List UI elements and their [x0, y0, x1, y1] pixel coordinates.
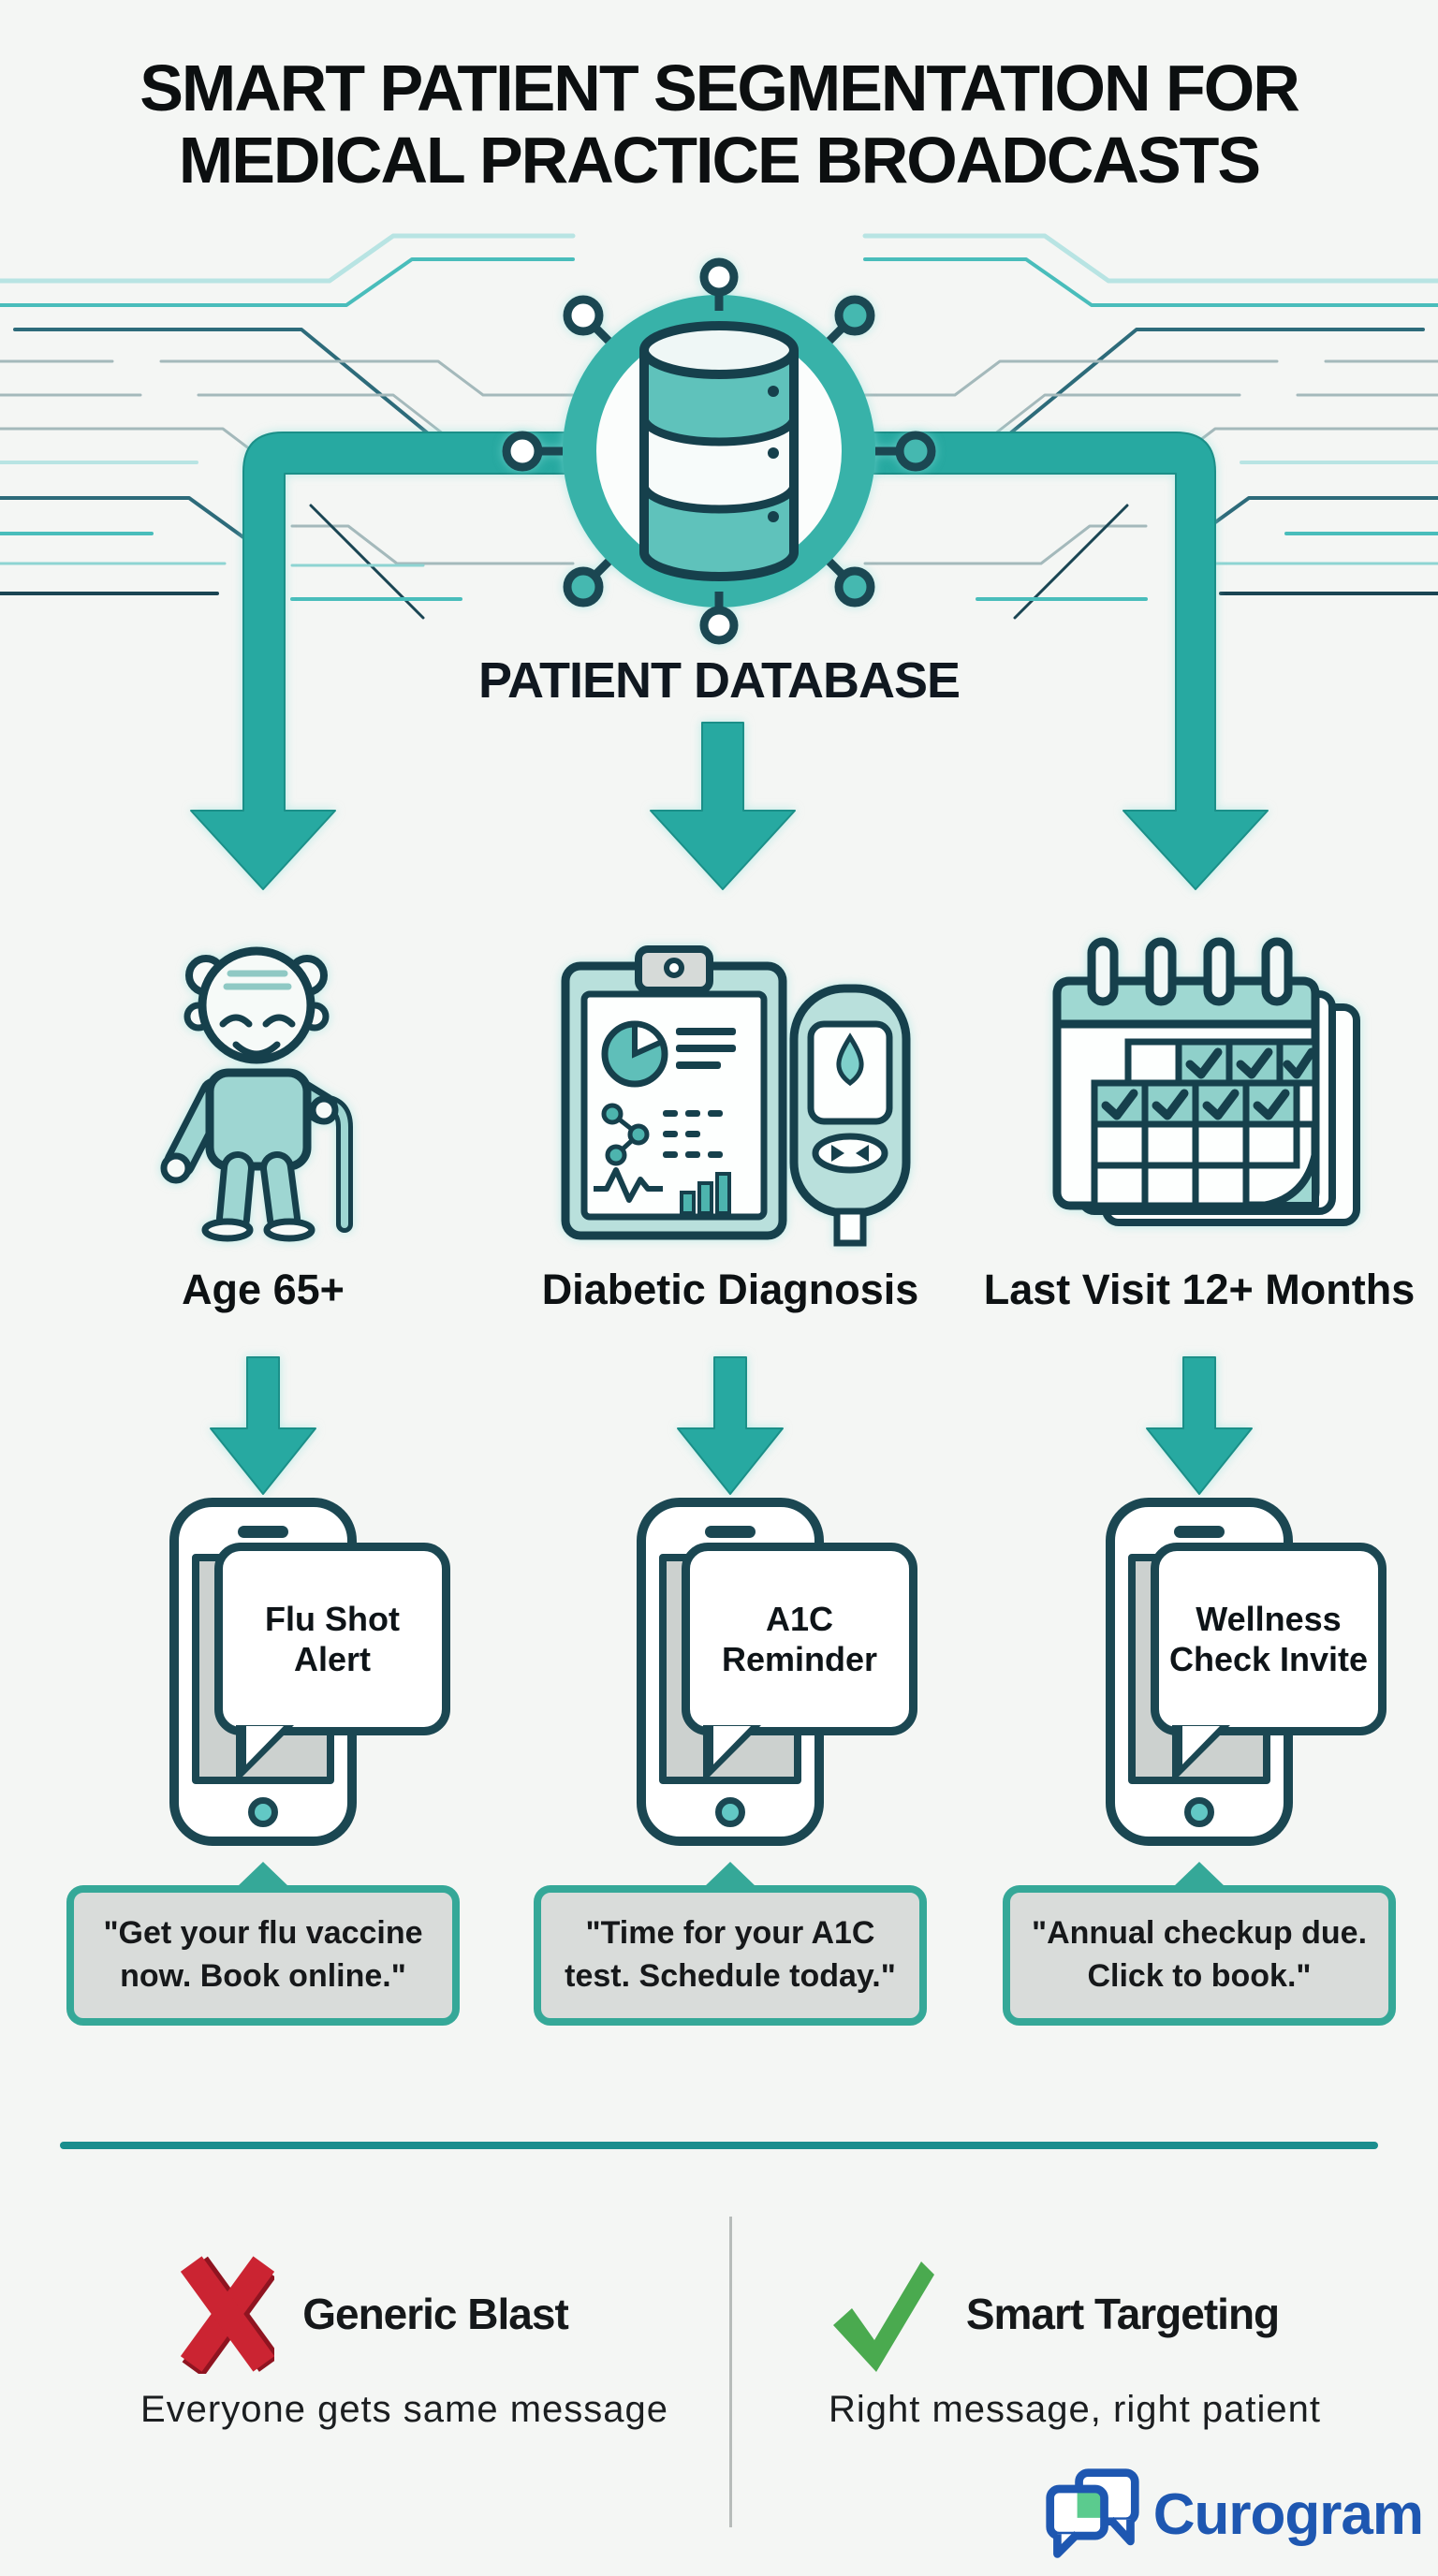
bubble-text: Wellness	[1196, 1599, 1342, 1638]
sms-text: test. Schedule today."	[565, 1958, 896, 1994]
green-check-icon	[832, 2261, 934, 2372]
phone-home-button-icon	[1184, 1797, 1214, 1827]
arrow-small-left	[210, 1356, 316, 1495]
page-title-line2: MEDICAL PRACTICE BROADCASTS	[178, 124, 1261, 197]
arrow-small-center	[677, 1356, 784, 1495]
segment-label-age: Age 65+	[182, 1266, 345, 1313]
bubble-text: Reminder	[721, 1640, 878, 1678]
page-title-line1: SMART PATIENT SEGMENTATION FOR	[139, 51, 1300, 124]
generic-blast-subtitle: Everyone gets same message	[139, 2389, 669, 2430]
arrow-center	[650, 722, 796, 890]
bubble-text: Check Invite	[1168, 1640, 1369, 1678]
bubble-text: A1C	[765, 1599, 834, 1638]
sms-text: "Annual checkup due.	[1031, 1915, 1368, 1952]
section-divider	[60, 2142, 1378, 2149]
sms-message-wellness: "Annual checkup due. Click to book."	[1003, 1885, 1396, 2026]
patient-database-network-icon	[502, 257, 936, 645]
smart-targeting-subtitle: Right message, right patient	[828, 2389, 1322, 2430]
phone-home-button-icon	[248, 1797, 278, 1827]
brand-logo: Curogram	[1043, 2467, 1424, 2561]
sms-message-a1c: "Time for your A1C test. Schedule today.…	[534, 1885, 927, 2026]
network-nodes	[502, 257, 936, 645]
calendar-checks	[1101, 1047, 1316, 1120]
phone-speaker-icon	[705, 1526, 756, 1538]
elderly-patient-icon	[160, 946, 353, 1242]
segment-label-lastvisit: Last Visit 12+ Months	[983, 1266, 1416, 1313]
sms-message-flu: "Get your flu vaccine now. Book online."	[66, 1885, 460, 2026]
arrow-small-right	[1146, 1356, 1253, 1495]
sms-text: now. Book online."	[120, 1958, 406, 1994]
brand-name: Curogram	[1152, 2481, 1424, 2547]
phone-speaker-icon	[238, 1526, 288, 1538]
generic-blast-title: Generic Blast	[302, 2290, 569, 2338]
alert-bubble-a1c: A1C Reminder	[682, 1543, 917, 1735]
red-x-icon	[181, 2256, 275, 2374]
sms-text: "Get your flu vaccine	[103, 1915, 423, 1952]
bubble-text: Alert	[293, 1640, 372, 1678]
database-cylinder	[639, 321, 799, 581]
alert-bubble-flu-shot: Flu Shot Alert	[214, 1543, 450, 1735]
segment-label-diabetic: Diabetic Diagnosis	[541, 1266, 919, 1313]
calendar-checkmarks-icon	[1052, 937, 1360, 1226]
smart-targeting-row: Smart Targeting	[740, 2254, 1367, 2374]
alert-bubble-wellness: Wellness Check Invite	[1151, 1543, 1387, 1735]
pipe-arrow-left	[190, 432, 574, 890]
circuit-right	[862, 233, 1438, 620]
sms-text: Click to book."	[1087, 1958, 1312, 1994]
bubble-text: Flu Shot	[265, 1599, 400, 1638]
phone-speaker-icon	[1174, 1526, 1225, 1538]
smart-targeting-title: Smart Targeting	[965, 2290, 1280, 2338]
diabetic-report-glucometer-icon	[561, 945, 911, 1247]
page-title: SMART PATIENT SEGMENTATION FOR MEDICAL P…	[0, 52, 1438, 197]
curogram-chat-logo-icon	[1046, 2468, 1139, 2558]
pipe-arrow-right	[864, 432, 1269, 890]
sms-text: "Time for your A1C	[585, 1915, 875, 1952]
hub-label: PATIENT DATABASE	[478, 652, 961, 709]
comparison-vertical-divider	[729, 2217, 732, 2527]
phone-home-button-icon	[715, 1797, 745, 1827]
generic-blast-row: Generic Blast	[56, 2254, 693, 2374]
